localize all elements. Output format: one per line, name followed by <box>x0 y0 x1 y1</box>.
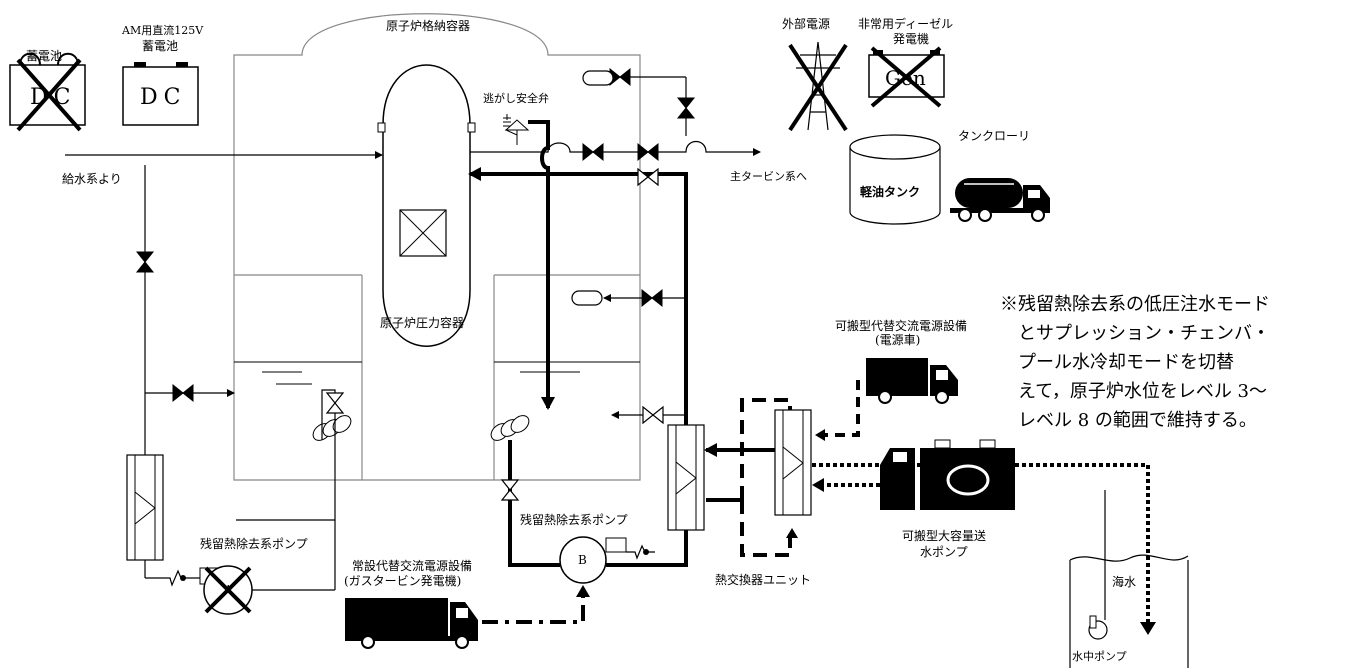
large-pump-label-1: 可搬型大容量送 <box>902 528 986 543</box>
am-dc-label-1: AM用直流125V <box>121 23 204 37</box>
am-dc-label-2: 蓄電池 <box>142 39 178 53</box>
main-turbine-label: 主タービン系へ <box>730 170 807 183</box>
strainer-right-icon <box>490 415 530 441</box>
rhr-heat-exchanger-b <box>667 424 705 531</box>
diesel-tank-label: 軽油タンク <box>860 184 920 199</box>
seawater-pit: 海水 水中ポンプ <box>1069 490 1189 668</box>
heat-exchanger-unit: 熱交換器ユニット <box>715 409 812 587</box>
large-capacity-pump-truck-icon: 可搬型大容量送 水ポンプ <box>880 439 1015 559</box>
gas-turbine-generator-truck-icon: 常設代替交流電源設備 (ガスタービン発電機) <box>344 558 478 649</box>
emergency-diesel-generator-failed: 非常用ディーゼル 発電機 Gen <box>858 16 953 108</box>
portable-power-truck-icon: 可搬型代替交流電源設備 (電源車) <box>835 318 967 404</box>
rhr-pump-b: B 残留熱除去系ポンプ <box>520 512 655 584</box>
relief-valve-label: 逃がし安全弁 <box>483 91 549 105</box>
am-dc125v-battery: DC AM用直流125V 蓄電池 <box>121 23 204 126</box>
large-pump-label-2: 水ポンプ <box>920 545 968 559</box>
edg-label-2: 発電機 <box>893 31 929 46</box>
gas-turbine-power-line <box>482 595 585 624</box>
seawater-label: 海水 <box>1112 574 1136 589</box>
rhr-pump-b-label: 残留熱除去系ポンプ <box>520 512 628 527</box>
am-dc-text: DC <box>140 85 186 110</box>
diesel-tank: 軽油タンク <box>849 134 941 225</box>
edg-label-1: 非常用ディーゼル <box>858 16 953 31</box>
submersible-pump-label: 水中ポンプ <box>1072 650 1127 663</box>
dashed-power-lines <box>740 380 860 557</box>
note-line-1: ※残留熱除去系の低圧注水モード <box>1000 294 1270 315</box>
containment-label: 原子炉格納容器 <box>386 18 470 33</box>
note-line-5: レベル 8 の範囲で維持する。 <box>1018 410 1257 431</box>
portable-power-label-1: 可搬型代替交流電源設備 <box>835 318 967 333</box>
offsite-power-label: 外部電源 <box>782 16 830 31</box>
tank-lorry-icon: タンクローリ <box>950 129 1050 222</box>
rhr-pump-a-failed: A 残留熱除去系ポンプ <box>199 536 308 615</box>
note-line-3: プール水冷却モードを切替 <box>1018 352 1234 373</box>
feedwater-label: 給水系より <box>62 172 122 186</box>
permanent-power-label-2: (ガスタービン発電機) <box>344 573 461 588</box>
note-line-2: とサプレッション・チェンバ・ <box>1018 323 1270 344</box>
wetwell-spray-header <box>571 290 603 306</box>
rpv-label: 原子炉圧力容器 <box>380 315 464 330</box>
offsite-power-failed: 外部電源 <box>782 16 848 132</box>
drywell-spray-header <box>582 70 614 86</box>
heat-exchanger-unit-label: 熱交換器ユニット <box>715 572 811 587</box>
relief-valve: 逃がし安全弁 <box>483 91 549 145</box>
portable-power-label-2: (電源車) <box>875 333 920 347</box>
note-line-4: えて，原子炉水位をレベル 3～ <box>1018 381 1268 402</box>
battery-dc-failed: DC 蓄電池 <box>9 49 86 132</box>
tank-lorry-label: タンクローリ <box>958 129 1030 143</box>
permanent-power-label-1: 常設代替交流電源設備 <box>352 558 472 573</box>
pump-b-text: B <box>578 553 587 567</box>
rhr-pump-a-label: 残留熱除去系ポンプ <box>200 536 308 551</box>
battery-label: 蓄電池 <box>26 49 62 63</box>
containment-vessel: 原子炉格納容器 <box>233 13 641 481</box>
strainer-left-icon <box>312 415 352 441</box>
rhr-heat-exchanger-a <box>126 454 164 561</box>
operation-note: ※残留熱除去系の低圧注水モード とサプレッション・チェンバ・ プール水冷却モード… <box>1000 290 1340 435</box>
reactor-pressure-vessel: 原子炉圧力容器 <box>377 64 476 347</box>
